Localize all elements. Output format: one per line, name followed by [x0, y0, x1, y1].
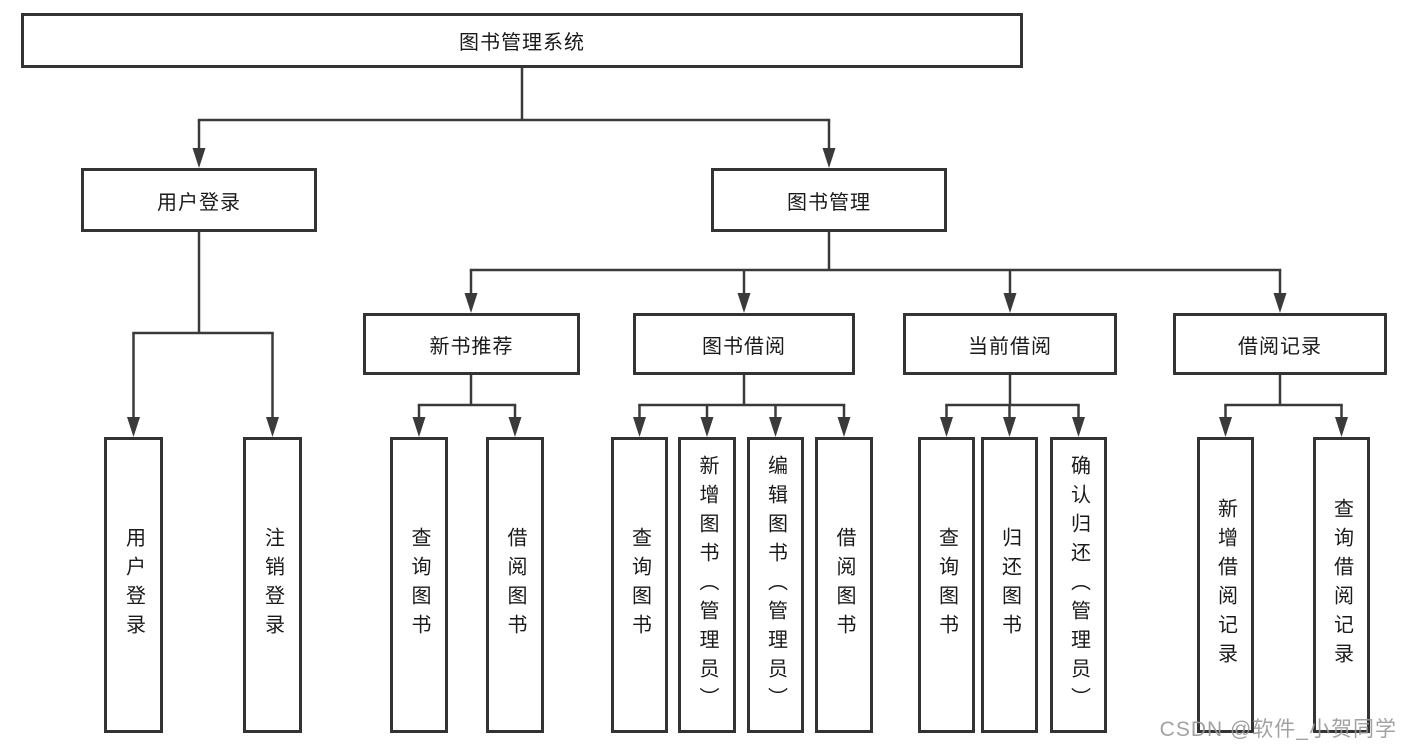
leaf-query-books-current-label: 查询图书 [935, 527, 958, 643]
node-borrowing-records: 借阅记录 [1173, 313, 1387, 375]
leaf-confirm-return-admin-label: 确认归还（管理员） [1067, 454, 1090, 716]
leaf-query-books-borrowing-label: 查询图书 [628, 527, 651, 643]
node-new-book-recommend: 新书推荐 [363, 313, 580, 375]
leaf-return-book-label: 归还图书 [998, 527, 1021, 643]
leaf-logout: 注销登录 [243, 437, 302, 733]
node-book-borrowing-label: 图书借阅 [702, 335, 786, 358]
leaf-logout-label: 注销登录 [261, 527, 284, 643]
node-current-borrowing: 当前借阅 [903, 313, 1117, 375]
leaf-query-books-recommend-label: 查询图书 [408, 527, 430, 643]
leaf-add-borrow-record-label: 新增借阅记录 [1214, 498, 1237, 672]
leaf-borrow-books-borrowing-label: 借阅图书 [833, 527, 855, 643]
leaf-borrow-books-borrowing: 借阅图书 [815, 437, 873, 733]
leaf-add-book-admin: 新增图书（管理员） [678, 437, 736, 733]
leaf-return-book: 归还图书 [981, 437, 1038, 733]
leaf-add-book-admin-label: 新增图书（管理员） [696, 454, 718, 716]
node-book-management: 图书管理 [711, 168, 947, 232]
leaf-query-books-borrowing: 查询图书 [611, 437, 668, 733]
leaf-query-books-current: 查询图书 [918, 437, 975, 733]
node-root-label: 图书管理系统 [459, 32, 585, 54]
node-new-book-recommend-label: 新书推荐 [429, 335, 514, 358]
node-root: 图书管理系统 [21, 13, 1023, 68]
leaf-user-login: 用户登录 [104, 437, 163, 733]
leaf-user-login-label: 用户登录 [122, 527, 145, 643]
node-book-borrowing: 图书借阅 [633, 313, 855, 375]
leaf-edit-book-admin-label: 编辑图书（管理员） [764, 454, 787, 716]
leaf-query-borrow-record: 查询借阅记录 [1313, 437, 1370, 733]
node-user-login: 用户登录 [81, 168, 317, 232]
leaf-confirm-return-admin: 确认归还（管理员） [1050, 437, 1107, 733]
leaf-query-books-recommend: 查询图书 [390, 437, 448, 733]
node-user-login-label: 用户登录 [157, 191, 241, 214]
leaf-add-borrow-record: 新增借阅记录 [1197, 437, 1254, 733]
leaf-edit-book-admin: 编辑图书（管理员） [747, 437, 804, 733]
node-current-borrowing-label: 当前借阅 [968, 335, 1052, 358]
leaf-borrow-books-recommend-label: 借阅图书 [504, 527, 526, 643]
leaf-query-borrow-record-label: 查询借阅记录 [1330, 498, 1353, 672]
leaf-borrow-books-recommend: 借阅图书 [486, 437, 544, 733]
node-borrowing-records-label: 借阅记录 [1238, 335, 1322, 358]
node-book-management-label: 图书管理 [787, 191, 871, 214]
